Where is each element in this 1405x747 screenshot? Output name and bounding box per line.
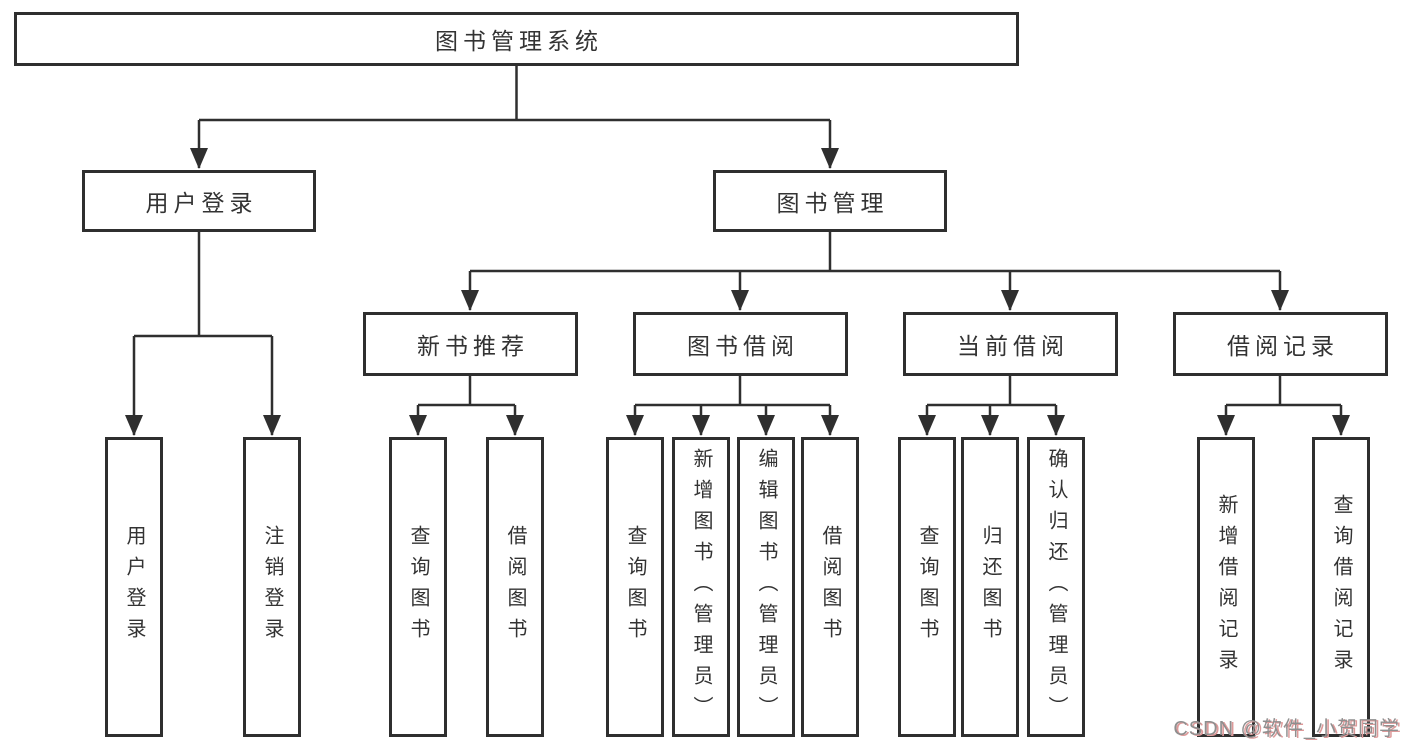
node-new-book-recommend-label: 新书推荐 [417, 333, 529, 359]
node-current-borrow-label: 当前借阅 [957, 333, 1069, 359]
node-book-management-label: 图书管理 [776, 190, 889, 216]
leaf-borrow-book-1: 借阅图书 [486, 437, 544, 737]
leaf-borrow-book-2: 借阅图书 [801, 437, 859, 737]
leaf-user-login-label: 用户登录 [123, 525, 145, 649]
node-new-book-recommend: 新书推荐 [363, 312, 578, 376]
node-current-borrow: 当前借阅 [903, 312, 1118, 376]
leaf-confirm-return-admin: 确认归还（管理员） [1027, 437, 1085, 737]
node-user-login-label: 用户登录 [145, 190, 258, 216]
csdn-watermark: CSDN @软件_小贺同学 [1173, 718, 1400, 740]
leaf-edit-book-admin-label: 编辑图书（管理员） [755, 447, 777, 727]
leaf-query-borrow-record: 查询借阅记录 [1312, 437, 1370, 737]
leaf-confirm-return-admin-label: 确认归还（管理员） [1045, 447, 1067, 727]
node-borrow-records-label: 借阅记录 [1227, 333, 1339, 359]
leaf-add-book-admin: 新增图书（管理员） [672, 437, 730, 737]
node-book-borrow-label: 图书借阅 [687, 333, 799, 359]
leaf-return-book: 归还图书 [961, 437, 1019, 737]
leaf-edit-book-admin: 编辑图书（管理员） [737, 437, 795, 737]
node-book-borrow: 图书借阅 [633, 312, 848, 376]
leaf-add-book-admin-label: 新增图书（管理员） [690, 447, 712, 727]
leaf-query-borrow-record-label: 查询借阅记录 [1330, 494, 1352, 680]
leaf-borrow-book-1-label: 借阅图书 [504, 525, 526, 649]
leaf-query-book-2: 查询图书 [606, 437, 664, 737]
node-book-management: 图书管理 [713, 170, 947, 232]
leaf-logout: 注销登录 [243, 437, 301, 737]
leaf-borrow-book-2-label: 借阅图书 [819, 525, 841, 649]
leaf-return-book-label: 归还图书 [979, 525, 1001, 649]
node-user-login: 用户登录 [82, 170, 316, 232]
leaf-user-login: 用户登录 [105, 437, 163, 737]
node-root-label: 图书管理系统 [435, 28, 603, 54]
leaf-query-book-1: 查询图书 [389, 437, 447, 737]
leaf-query-book-1-label: 查询图书 [407, 525, 429, 649]
leaf-add-borrow-record: 新增借阅记录 [1197, 437, 1255, 737]
leaf-logout-label: 注销登录 [261, 525, 283, 649]
leaf-query-book-3: 查询图书 [898, 437, 956, 737]
leaf-add-borrow-record-label: 新增借阅记录 [1215, 494, 1237, 680]
leaf-query-book-2-label: 查询图书 [624, 525, 646, 649]
node-borrow-records: 借阅记录 [1173, 312, 1388, 376]
leaf-query-book-3-label: 查询图书 [916, 525, 938, 649]
node-root: 图书管理系统 [14, 12, 1019, 66]
